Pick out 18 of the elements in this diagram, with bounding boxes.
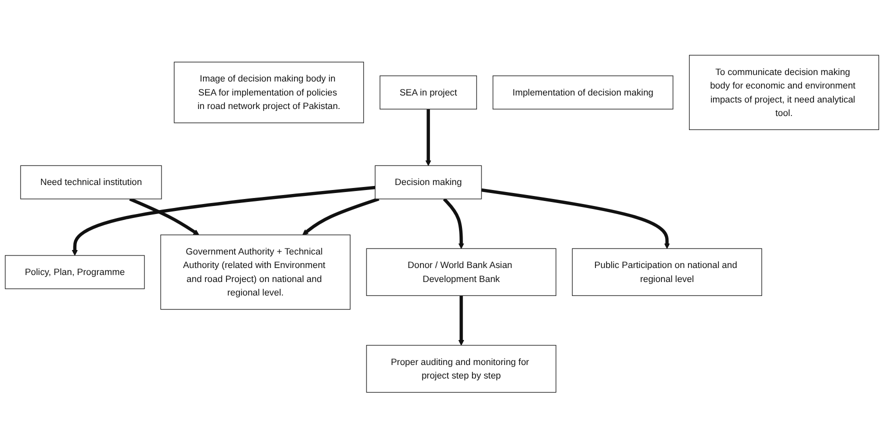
arrow [72,186,376,256]
node-box: Donor / World Bank Asian Development Bank [366,248,556,296]
node-box: SEA in project [380,76,477,110]
node-box: Decision making [374,166,482,200]
arrow [129,198,200,236]
arrow [442,198,464,250]
arrow [302,198,380,236]
node-box: Need technical institution [20,166,162,200]
arrow [425,109,432,166]
arrow [481,188,670,250]
node-box: Implementation of decision making [492,76,674,110]
node-box: To communicate decision making body for economic and environment impacts of project, it need analytical tool. [688,55,880,130]
node-box: Image of decision making body in SEA for implementation of policies in road network project of Pakistan. [174,62,364,124]
node-box: Government Authority + Technical Authority (related with Environment and road Project) on national and regional level. [160,234,350,310]
node-box: Proper auditing and monitoring for project step by step [366,345,556,393]
arrow [458,296,464,346]
node-box: Policy, Plan, Programme [4,255,145,290]
node-box: Public Participation on national and regional level [572,248,762,296]
